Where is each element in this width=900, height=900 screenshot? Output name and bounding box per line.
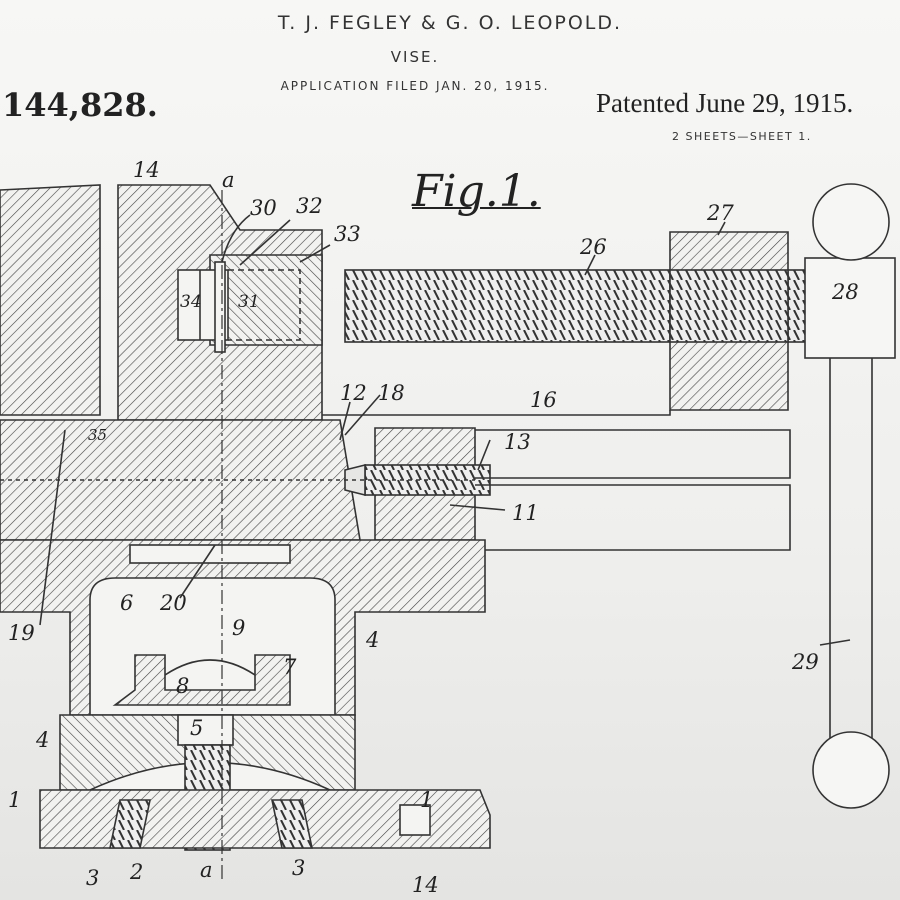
nut-5 [177,714,234,746]
ref-20: 20 [160,591,187,615]
swivel-block [112,654,291,706]
ref-28: 28 [832,280,859,304]
patented-date: Patented June 29, 1915. [596,88,854,118]
invention-title: VISE. [390,48,440,66]
ref-1-left: 1 [8,788,22,812]
handle-bar-29 [829,358,873,750]
ref-a-top: a [222,168,235,192]
ref-31: 31 [238,292,260,312]
ref-4-left: 4 [36,728,50,752]
ref-4-right: 4 [366,628,380,652]
ref-26: 26 [580,235,607,259]
ref-14-top: 14 [133,158,160,182]
ref-16: 16 [530,388,557,412]
fixed-jaw-left [0,184,101,416]
ref-3-right: 3 [292,856,306,880]
filing-date: APPLICATION FILED JAN. 20, 1915. [280,79,550,93]
ref-33: 33 [334,222,361,246]
ref-11: 11 [512,501,539,525]
ref-1-right: 1 [420,788,434,812]
patent-number: 144,828. [2,86,158,124]
ref-30: 30 [250,196,277,220]
ref-12: 12 [340,381,367,405]
ref-35: 35 [88,426,108,444]
ref-18: 18 [378,381,405,405]
sheet-count: 2 SHEETS—SHEET 1. [672,130,812,143]
handle-ball-bottom [812,731,890,809]
inventors-line: T. J. FEGLEY & G. O. LEOPOLD. [277,12,623,34]
ref-3-left: 3 [86,866,100,890]
ref-34: 34 [180,292,202,312]
handle-ball-top [812,183,890,261]
ref-5: 5 [190,716,204,740]
ref-9: 9 [232,616,246,640]
foot [39,789,491,849]
figure-label: Fig.1. [412,166,541,217]
ref-7: 7 [283,655,297,679]
ref-a-bottom: a [200,858,213,882]
ref-13: 13 [504,430,531,454]
ref-2: 2 [130,860,144,884]
ref-29: 29 [792,650,819,674]
ref-6: 6 [120,591,134,615]
ref-19: 19 [8,621,35,645]
ref-32: 32 [296,194,323,218]
handle-hub-28 [804,257,896,359]
ref-8: 8 [176,674,190,698]
ref-14-bottom: 14 [412,873,439,897]
ref-27: 27 [707,201,734,225]
